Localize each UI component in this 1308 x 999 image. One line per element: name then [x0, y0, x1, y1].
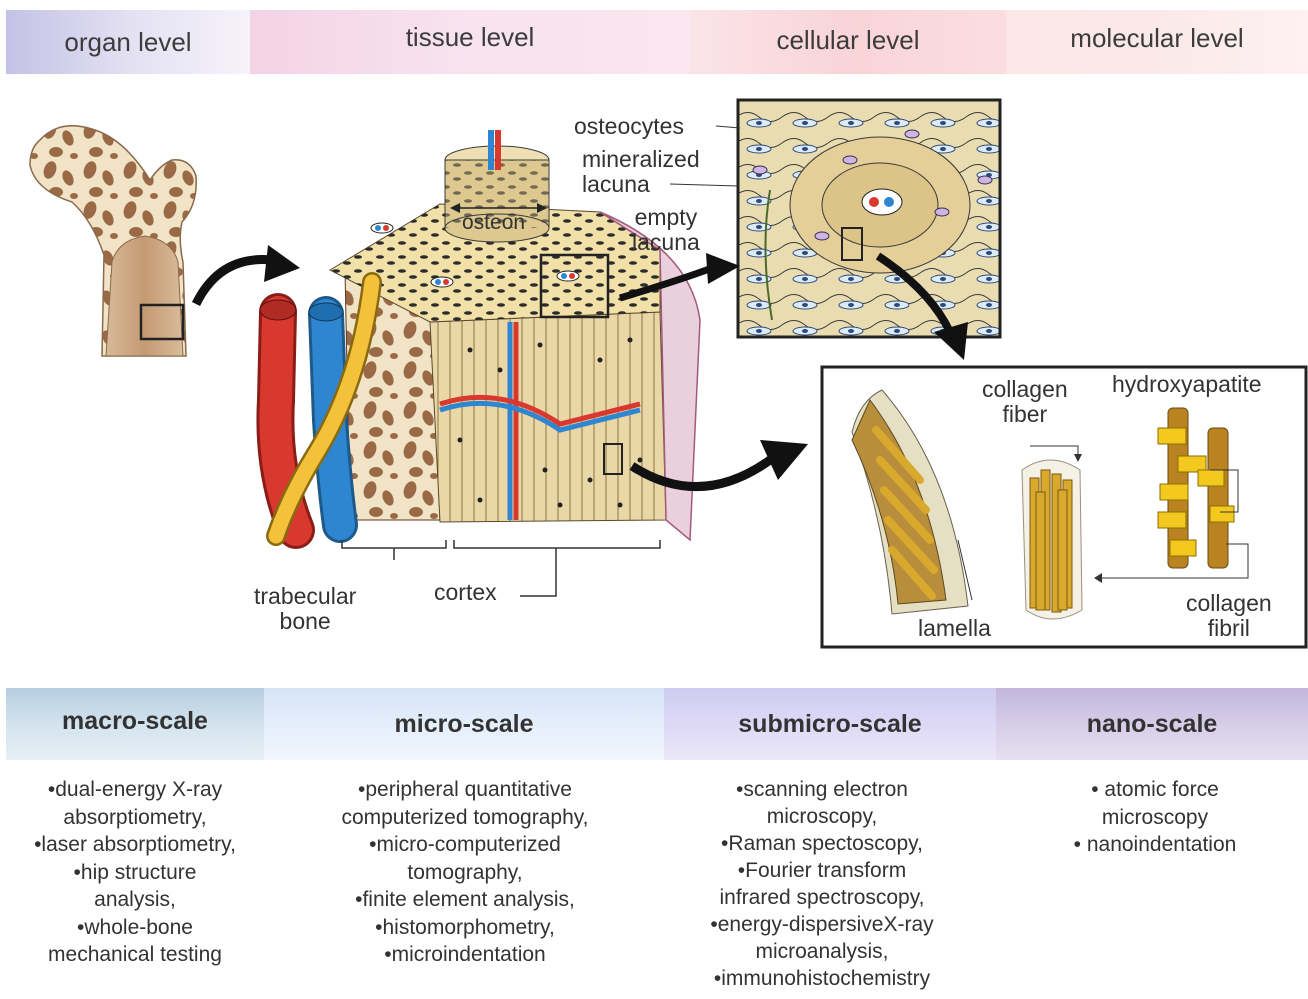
bone-hierarchy-illustration — [0, 0, 1308, 680]
osteon-label: osteon — [462, 210, 525, 235]
list-item: • nanoindentation — [1040, 831, 1270, 859]
list-item: microanalysis, — [672, 938, 972, 965]
submicro-scale-label: submicro-scale — [738, 710, 921, 739]
cellular-panel — [670, 100, 1000, 337]
list-item: infrared spectroscopy, — [672, 884, 972, 911]
nano-methods-list: • atomic force microscopy • nanoindentat… — [1040, 776, 1270, 859]
list-item: •microindentation — [300, 941, 630, 969]
nano-scale-band: nano-scale — [996, 688, 1308, 760]
list-item: •hip structure — [10, 859, 260, 887]
submicro-methods-list: •scanning electron microscopy, •Raman sp… — [672, 776, 972, 992]
list-item: •whole-bone — [10, 914, 260, 942]
list-item: computerized tomography, — [300, 804, 630, 832]
micro-methods-list: •peripheral quantitative computerized to… — [300, 776, 630, 969]
list-item: •Fourier transform — [672, 857, 972, 884]
macro-scale-band: macro-scale — [6, 688, 264, 760]
list-item: •scanning electron — [672, 776, 972, 803]
collagen-fiber-label: collagen fiber — [982, 377, 1068, 427]
micro-scale-band: micro-scale — [264, 688, 664, 760]
list-item: •finite element analysis, — [300, 886, 630, 914]
hydroxyapatite-label: hydroxyapatite — [1112, 372, 1262, 397]
list-item: microscopy — [1040, 804, 1270, 832]
empty-lacuna-label: empty lacuna — [632, 205, 700, 255]
osteocytes-label: osteocytes — [574, 114, 684, 139]
list-item: •dual-energy X-ray — [10, 776, 260, 804]
list-item: •laser absorptiometry, — [10, 831, 260, 859]
macro-methods-list: •dual-energy X-ray absorptiometry, •lase… — [10, 776, 260, 969]
submicro-scale-band: submicro-scale — [664, 688, 996, 760]
micro-scale-label: micro-scale — [395, 710, 534, 739]
list-item: •immunohistochemistry — [672, 965, 972, 992]
macro-scale-label: macro-scale — [62, 707, 208, 736]
mineralized-lacuna-label: mineralized lacuna — [582, 147, 700, 197]
list-item: mechanical testing — [10, 941, 260, 969]
cortex-label: cortex — [434, 580, 497, 605]
nano-scale-label: nano-scale — [1087, 710, 1218, 739]
arrow-organ-to-tissue — [196, 260, 272, 304]
trabecular-bone-label: trabecular bone — [254, 584, 356, 634]
list-item: absorptiometry, — [10, 804, 260, 832]
list-item: • atomic force — [1040, 776, 1270, 804]
list-item: microscopy, — [672, 803, 972, 830]
list-item: •histomorphometry, — [300, 914, 630, 942]
list-item: •energy-dispersiveX-ray — [672, 911, 972, 938]
list-item: •micro-computerized — [300, 831, 630, 859]
collagen-fibril-label: collagen fibril — [1186, 591, 1272, 641]
list-item: •Raman spectoscopy, — [672, 830, 972, 857]
lamella-label: lamella — [918, 616, 991, 641]
list-item: •peripheral quantitative — [300, 776, 630, 804]
femur-drawing — [30, 126, 196, 356]
list-item: analysis, — [10, 886, 260, 914]
list-item: tomography, — [300, 859, 630, 887]
